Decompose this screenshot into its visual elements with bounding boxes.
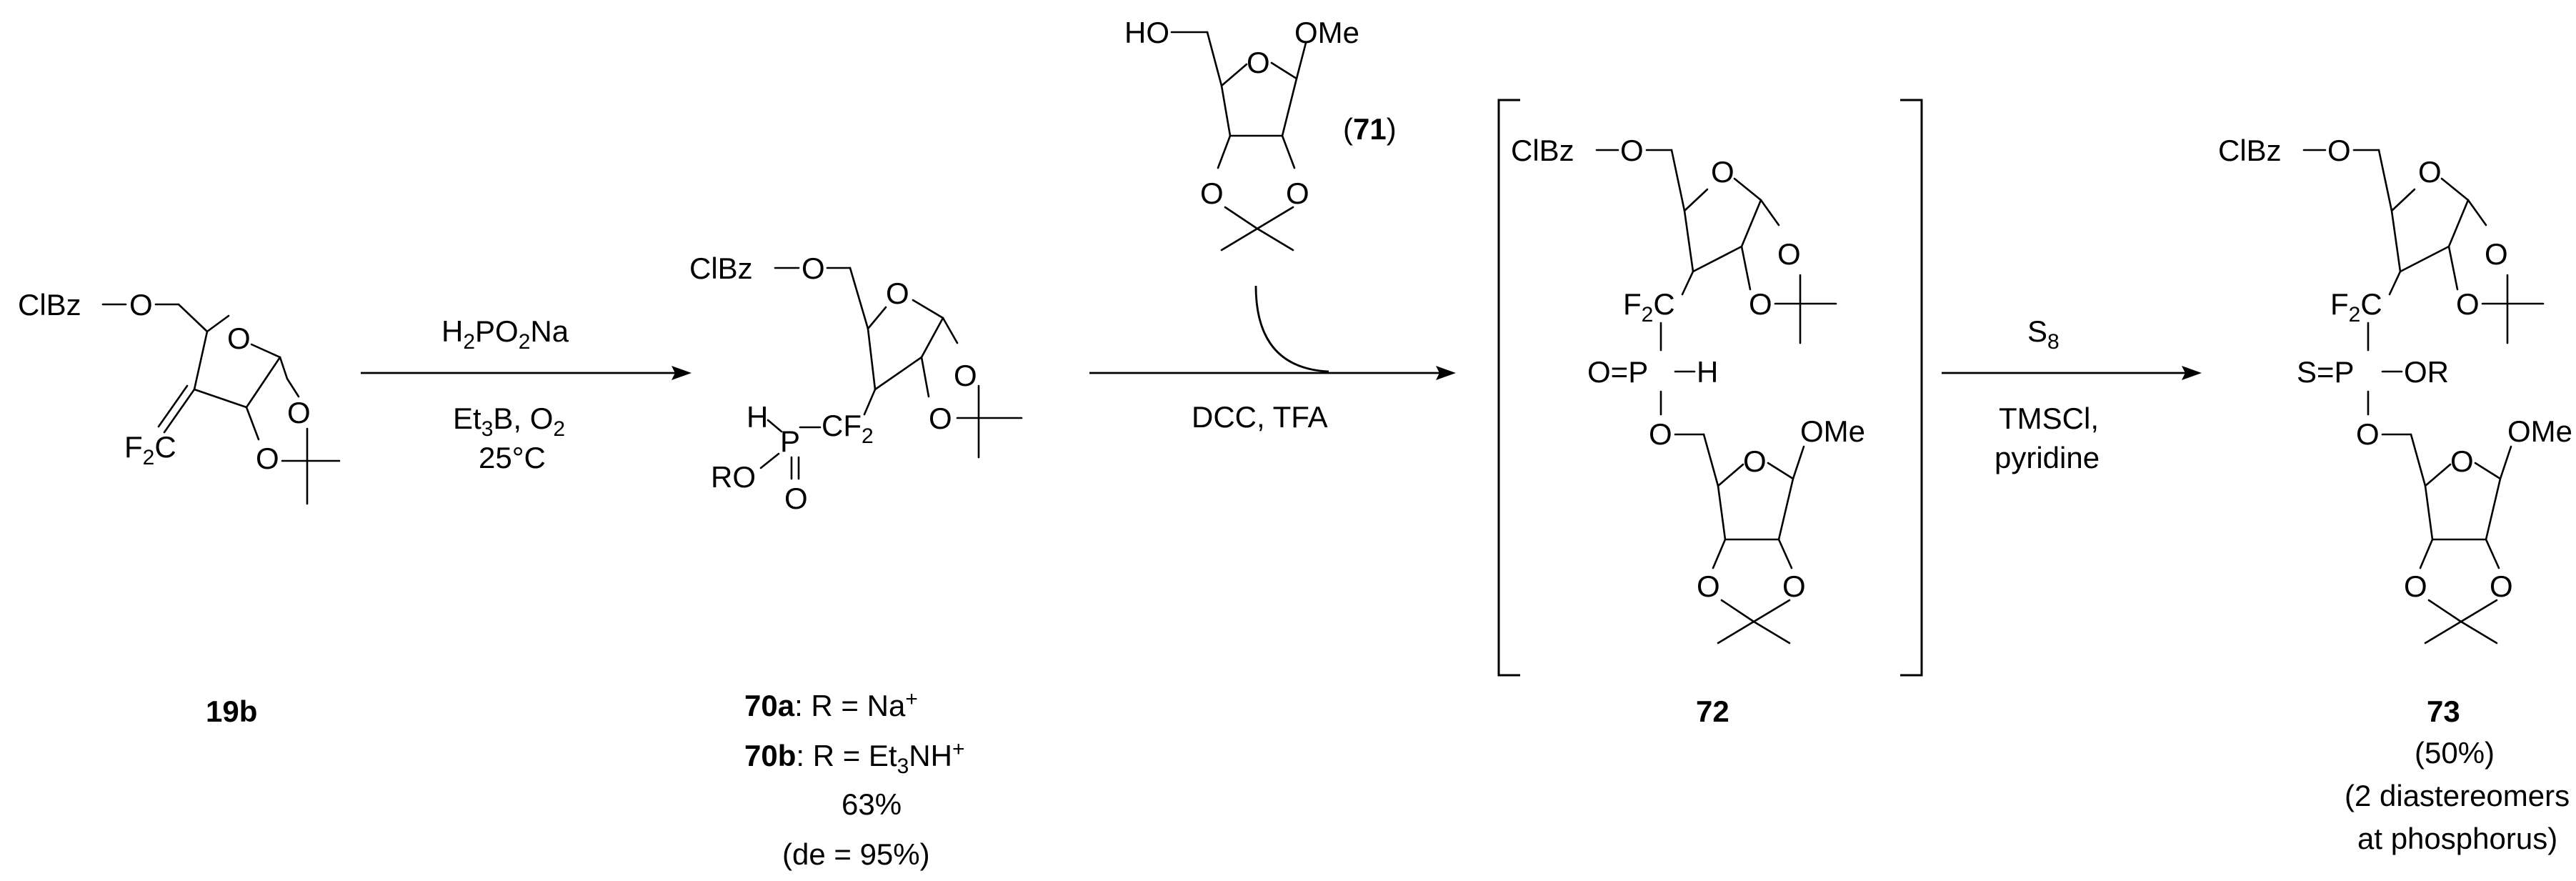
acetonide-oxygen-label: O <box>1200 176 1224 210</box>
compound-73-label: 73 <box>2427 695 2460 728</box>
oxygen-label: O <box>129 288 153 322</box>
ome-label: OMe <box>1294 16 1359 49</box>
step3-reagent-3: pyridine <box>1995 441 2100 474</box>
compound-19b-label: 19b <box>206 695 257 728</box>
bracket-left <box>1497 99 1520 677</box>
o-p-label: O=P <box>1587 355 1648 389</box>
acetonide-oxygen-label-2: O <box>1286 176 1309 210</box>
ome-label: OMe <box>2507 414 2572 448</box>
step1-reagent-3: 25°C <box>479 441 546 474</box>
oxygen-label: O <box>2327 134 2351 167</box>
step1-reagent-1: H2PO2Na <box>441 314 569 354</box>
f2c-label: F2C <box>1623 287 1675 327</box>
bracket-right <box>1900 99 1923 677</box>
compound-70-structure: ClBz O O O O CF2 P H RO O <box>689 252 1023 515</box>
hydrogen-label: H <box>747 400 768 434</box>
acetonide-oxygen-label: O <box>954 359 977 392</box>
acetonide-oxygen-label-4: O <box>2490 569 2513 603</box>
reaction-arrow-2 <box>1089 285 1456 380</box>
compound-73-note-2: at phosphorus) <box>2357 822 2557 855</box>
ro-label: RO <box>711 460 756 494</box>
acetonide-oxygen-label-3: O <box>1697 569 1720 603</box>
ring-oxygen-label: O <box>1247 46 1270 79</box>
compound-70b-label: 70b: R = Et3NH+ <box>744 737 964 778</box>
oxygen-link-label: O <box>2356 417 2380 451</box>
acetonide-oxygen-label: O <box>256 442 279 475</box>
acetonide-oxygen-label: O <box>2485 237 2508 271</box>
reaction-arrow-1 <box>361 366 692 380</box>
ring-oxygen-label: O <box>1711 155 1734 189</box>
f2c-label: F2C <box>2330 287 2382 327</box>
oxygen-label: O <box>802 252 825 285</box>
acetonide-oxygen-label-3: O <box>2404 569 2427 603</box>
ring-oxygen-label: O <box>886 277 909 310</box>
compound-73-structure: ClBz O O O O F2C S=P OR O O OMe <box>2218 134 2572 644</box>
s-p-label: S=P <box>2297 355 2355 389</box>
compound-71-structure: HO O OMe O O <box>1124 16 1359 252</box>
acetonide-oxygen-label-4: O <box>1782 569 1806 603</box>
acetonide-oxygen-label-2: O <box>929 402 952 435</box>
acetonide-oxygen-label-2: O <box>2456 287 2480 321</box>
compound-70-yield: 63% <box>842 787 902 821</box>
compound-70-de: (de = 95%) <box>782 837 930 871</box>
compound-72-structure: ClBz O O O O F2C O=P H O O OMe <box>1511 134 1865 644</box>
acetonide-oxygen-label-2: O <box>1749 287 1772 321</box>
ring-oxygen-label-2: O <box>1743 444 1767 478</box>
step2-reagents: DCC, TFA <box>1192 400 1328 434</box>
oxygen-link-label: O <box>1649 417 1672 451</box>
hydrogen-label: H <box>1697 355 1718 389</box>
clbz-label: ClBz <box>1511 134 1574 167</box>
compound-73-yield: (50%) <box>2415 736 2495 770</box>
clbz-label: ClBz <box>18 288 81 322</box>
acetonide-oxygen-label: O <box>1777 237 1801 271</box>
compound-72-label: 72 <box>1696 695 1729 728</box>
acetonide-oxygen-label-2: O <box>287 396 311 429</box>
compound-70a-label: 70a: R = Na+ <box>744 687 918 722</box>
ring-oxygen-label: O <box>2418 155 2442 189</box>
compound-19b-structure: ClBz O O F2C O O <box>18 288 341 505</box>
or-label: OR <box>2404 355 2449 389</box>
ring-oxygen-label: O <box>227 322 251 355</box>
step1-reagent-2: Et3B, O2 <box>453 402 565 441</box>
oxygen-label: O <box>1620 134 1644 167</box>
f2c-label: F2C <box>124 430 176 469</box>
ring-oxygen-label-2: O <box>2450 444 2474 478</box>
ho-label: HO <box>1124 16 1169 49</box>
step3-reagent-2: TMSCl, <box>1999 402 2099 435</box>
step3-reagent-1: S8 <box>2027 314 2060 354</box>
compound-73-note-1: (2 diastereomers <box>2345 779 2570 812</box>
oxo-oxygen-label: O <box>784 482 808 515</box>
phosphorus-label: P <box>780 424 800 458</box>
clbz-label: ClBz <box>2218 134 2282 167</box>
compound-71-label: (71) <box>1343 112 1397 146</box>
ome-label: OMe <box>1800 414 1865 448</box>
cf2-label: CF2 <box>822 409 874 448</box>
reaction-arrow-3 <box>1942 366 2202 380</box>
clbz-label: ClBz <box>689 252 753 285</box>
